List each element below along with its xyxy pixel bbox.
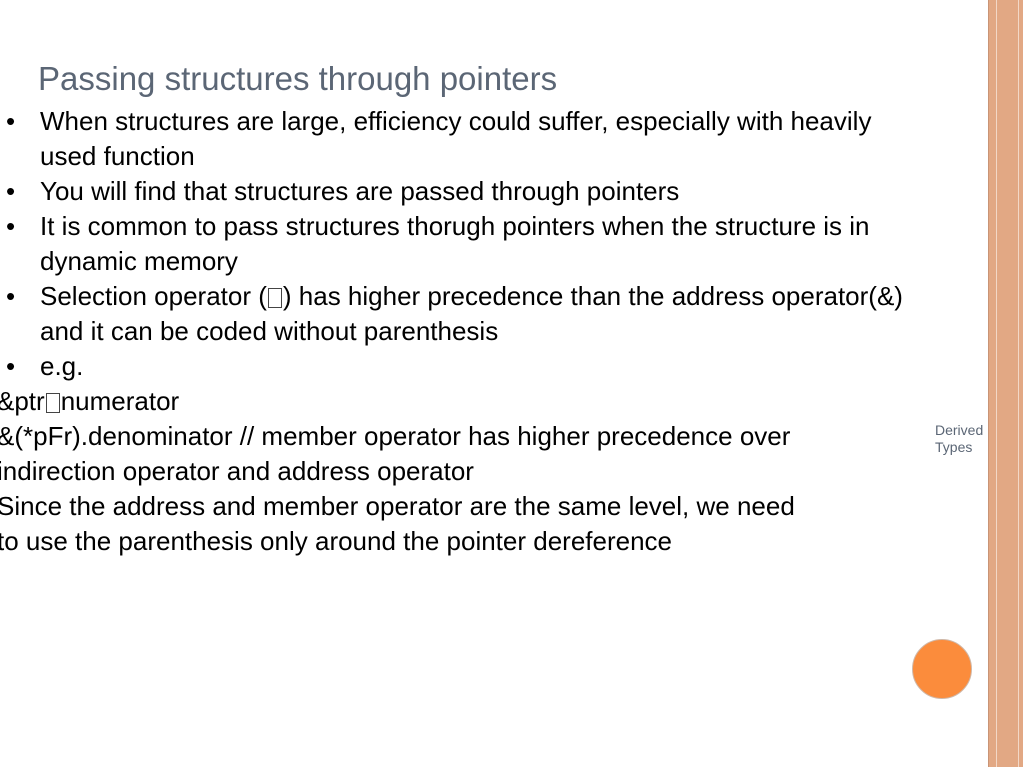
code-text-end: numerator <box>60 386 180 416</box>
stripe-line <box>1018 0 1019 767</box>
bullet-dot: • <box>6 106 16 136</box>
note-line: Since the address and member operator ar… <box>0 491 795 521</box>
bullet-dot: • <box>6 281 16 311</box>
footer-line: Types <box>935 439 973 455</box>
bullet-text: When structures are large, efficiency co… <box>40 106 872 171</box>
footer-line: Derived <box>935 422 984 438</box>
missing-glyph-icon <box>45 393 60 413</box>
code-line: indirection operator and address operato… <box>0 456 474 486</box>
bullet-item: • You will find that structures are pass… <box>0 174 935 209</box>
decorative-circle <box>912 639 972 699</box>
bullet-text: e.g. <box>40 351 84 381</box>
stripe-line <box>996 0 997 767</box>
bullet-item: • Selection operator () has higher prece… <box>0 279 935 349</box>
bullet-item: • It is common to pass structures thorug… <box>0 209 935 279</box>
side-stripe <box>988 0 1023 767</box>
slide-content: • When structures are large, efficiency … <box>0 104 935 559</box>
bullet-text-start: Selection operator ( <box>40 281 267 311</box>
slide-title: Passing structures through pointers <box>38 60 558 97</box>
bullet-dot: • <box>6 351 16 381</box>
bullet-text-end: ) has higher precedence than the address… <box>40 281 903 346</box>
note-line: to use the parenthesis only around the p… <box>0 526 673 556</box>
code-text-start: &ptr <box>0 386 45 416</box>
code-line: &(*pFr).denominator // member operator h… <box>0 421 791 451</box>
bullet-item: • e.g. <box>0 349 935 384</box>
bullet-dot: • <box>6 176 16 206</box>
bullet-dot: • <box>6 211 16 241</box>
bullet-text: You will find that structures are passed… <box>40 176 680 206</box>
bullet-item: • When structures are large, efficiency … <box>0 104 935 174</box>
footer-label: Derived Types <box>935 422 983 456</box>
code-line: &ptr numerator <box>0 384 932 419</box>
missing-glyph-icon <box>267 288 282 308</box>
bullet-text: It is common to pass structures thorugh … <box>40 211 870 276</box>
